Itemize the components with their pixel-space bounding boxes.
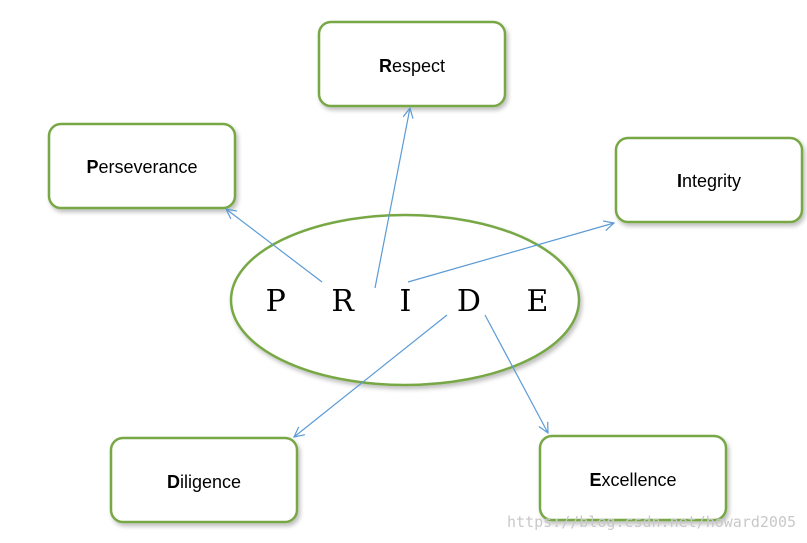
perseverance-initial: P bbox=[86, 157, 98, 177]
svg-text:Integrity: Integrity bbox=[677, 171, 741, 191]
svg-text:Diligence: Diligence bbox=[167, 472, 241, 492]
respect-initial: R bbox=[379, 56, 392, 76]
excellence-label: xcellence bbox=[601, 470, 676, 490]
svg-text:Excellence: Excellence bbox=[589, 470, 676, 490]
arrow-to-respect bbox=[374, 108, 410, 289]
integrity-box: Integrity bbox=[614, 136, 804, 224]
excellence-box: Excellence bbox=[538, 434, 728, 522]
perseverance-box: Perseverance bbox=[47, 122, 237, 210]
svg-text:Respect: Respect bbox=[379, 56, 445, 76]
diligence-box: Diligence bbox=[109, 436, 299, 524]
diligence-initial: D bbox=[167, 472, 180, 492]
svg-text:Perseverance: Perseverance bbox=[86, 157, 197, 177]
arrow-to-excellence bbox=[484, 314, 548, 433]
arrow-to-integrity bbox=[407, 223, 614, 283]
respect-box: Respect bbox=[317, 20, 507, 108]
excellence-initial: E bbox=[589, 470, 601, 490]
perseverance-label: erseverance bbox=[98, 157, 197, 177]
arrow-to-diligence bbox=[294, 314, 448, 437]
watermark-text: https://blog.csdn.net/howard2005 bbox=[507, 513, 796, 531]
center-label: P R I D E bbox=[266, 284, 567, 319]
respect-label: espect bbox=[392, 56, 445, 76]
integrity-initial: I bbox=[677, 171, 682, 191]
integrity-label: ntegrity bbox=[682, 171, 741, 191]
arrow-to-perseverance bbox=[226, 209, 323, 283]
diligence-label: iligence bbox=[180, 472, 241, 492]
